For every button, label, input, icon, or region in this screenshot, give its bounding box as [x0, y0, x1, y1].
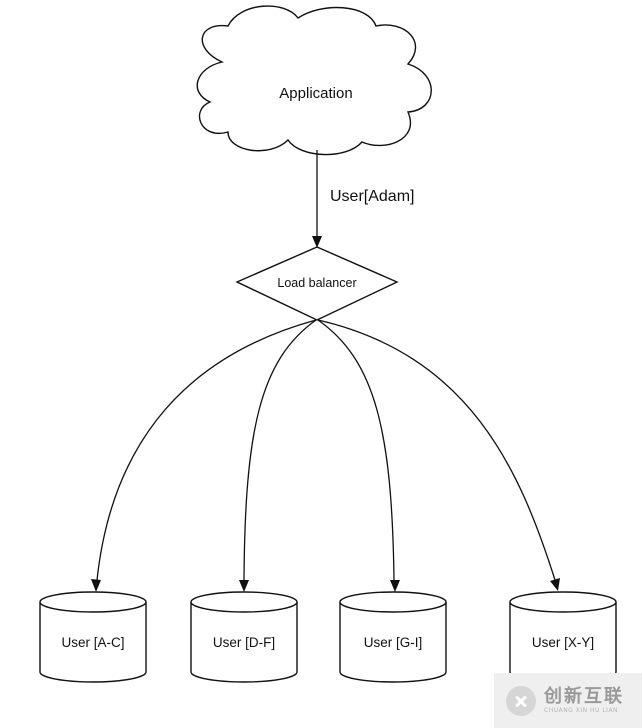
- database-2: User [D-F]: [190, 591, 298, 683]
- edge-application-to-balancer: [312, 150, 322, 248]
- database-1: User [A-C]: [39, 591, 147, 683]
- brand-logo-icon: [506, 685, 536, 716]
- database-1-label: User [A-C]: [61, 635, 124, 650]
- watermark-text: 创新互联 CHUANG XIN HU LIAN: [544, 685, 624, 715]
- load-balancer: Load balancer: [235, 246, 399, 321]
- watermark-name: 创新互联: [544, 685, 624, 707]
- watermark: 创新互联 CHUANG XIN HU LIAN: [494, 673, 642, 728]
- balancer-label: Load balancer: [277, 276, 356, 290]
- cloud-label: Application: [279, 85, 352, 102]
- database-4-label: User [X-Y]: [532, 635, 594, 650]
- database-4: User [X-Y]: [509, 591, 617, 683]
- watermark-subtitle: CHUANG XIN HU LIAN: [544, 706, 619, 714]
- edge-balancer-to-db-2: [239, 319, 317, 592]
- edge-balancer-to-db-4: [317, 319, 560, 591]
- edge-balancer-to-db-3: [317, 319, 400, 592]
- edge-label: User[Adam]: [330, 188, 414, 205]
- application-cloud: Application: [196, 5, 432, 156]
- database-3-label: User [G-I]: [364, 635, 423, 650]
- database-3: User [G-I]: [339, 591, 447, 683]
- database-2-label: User [D-F]: [213, 635, 275, 650]
- edge-balancer-to-db-1: [91, 319, 317, 592]
